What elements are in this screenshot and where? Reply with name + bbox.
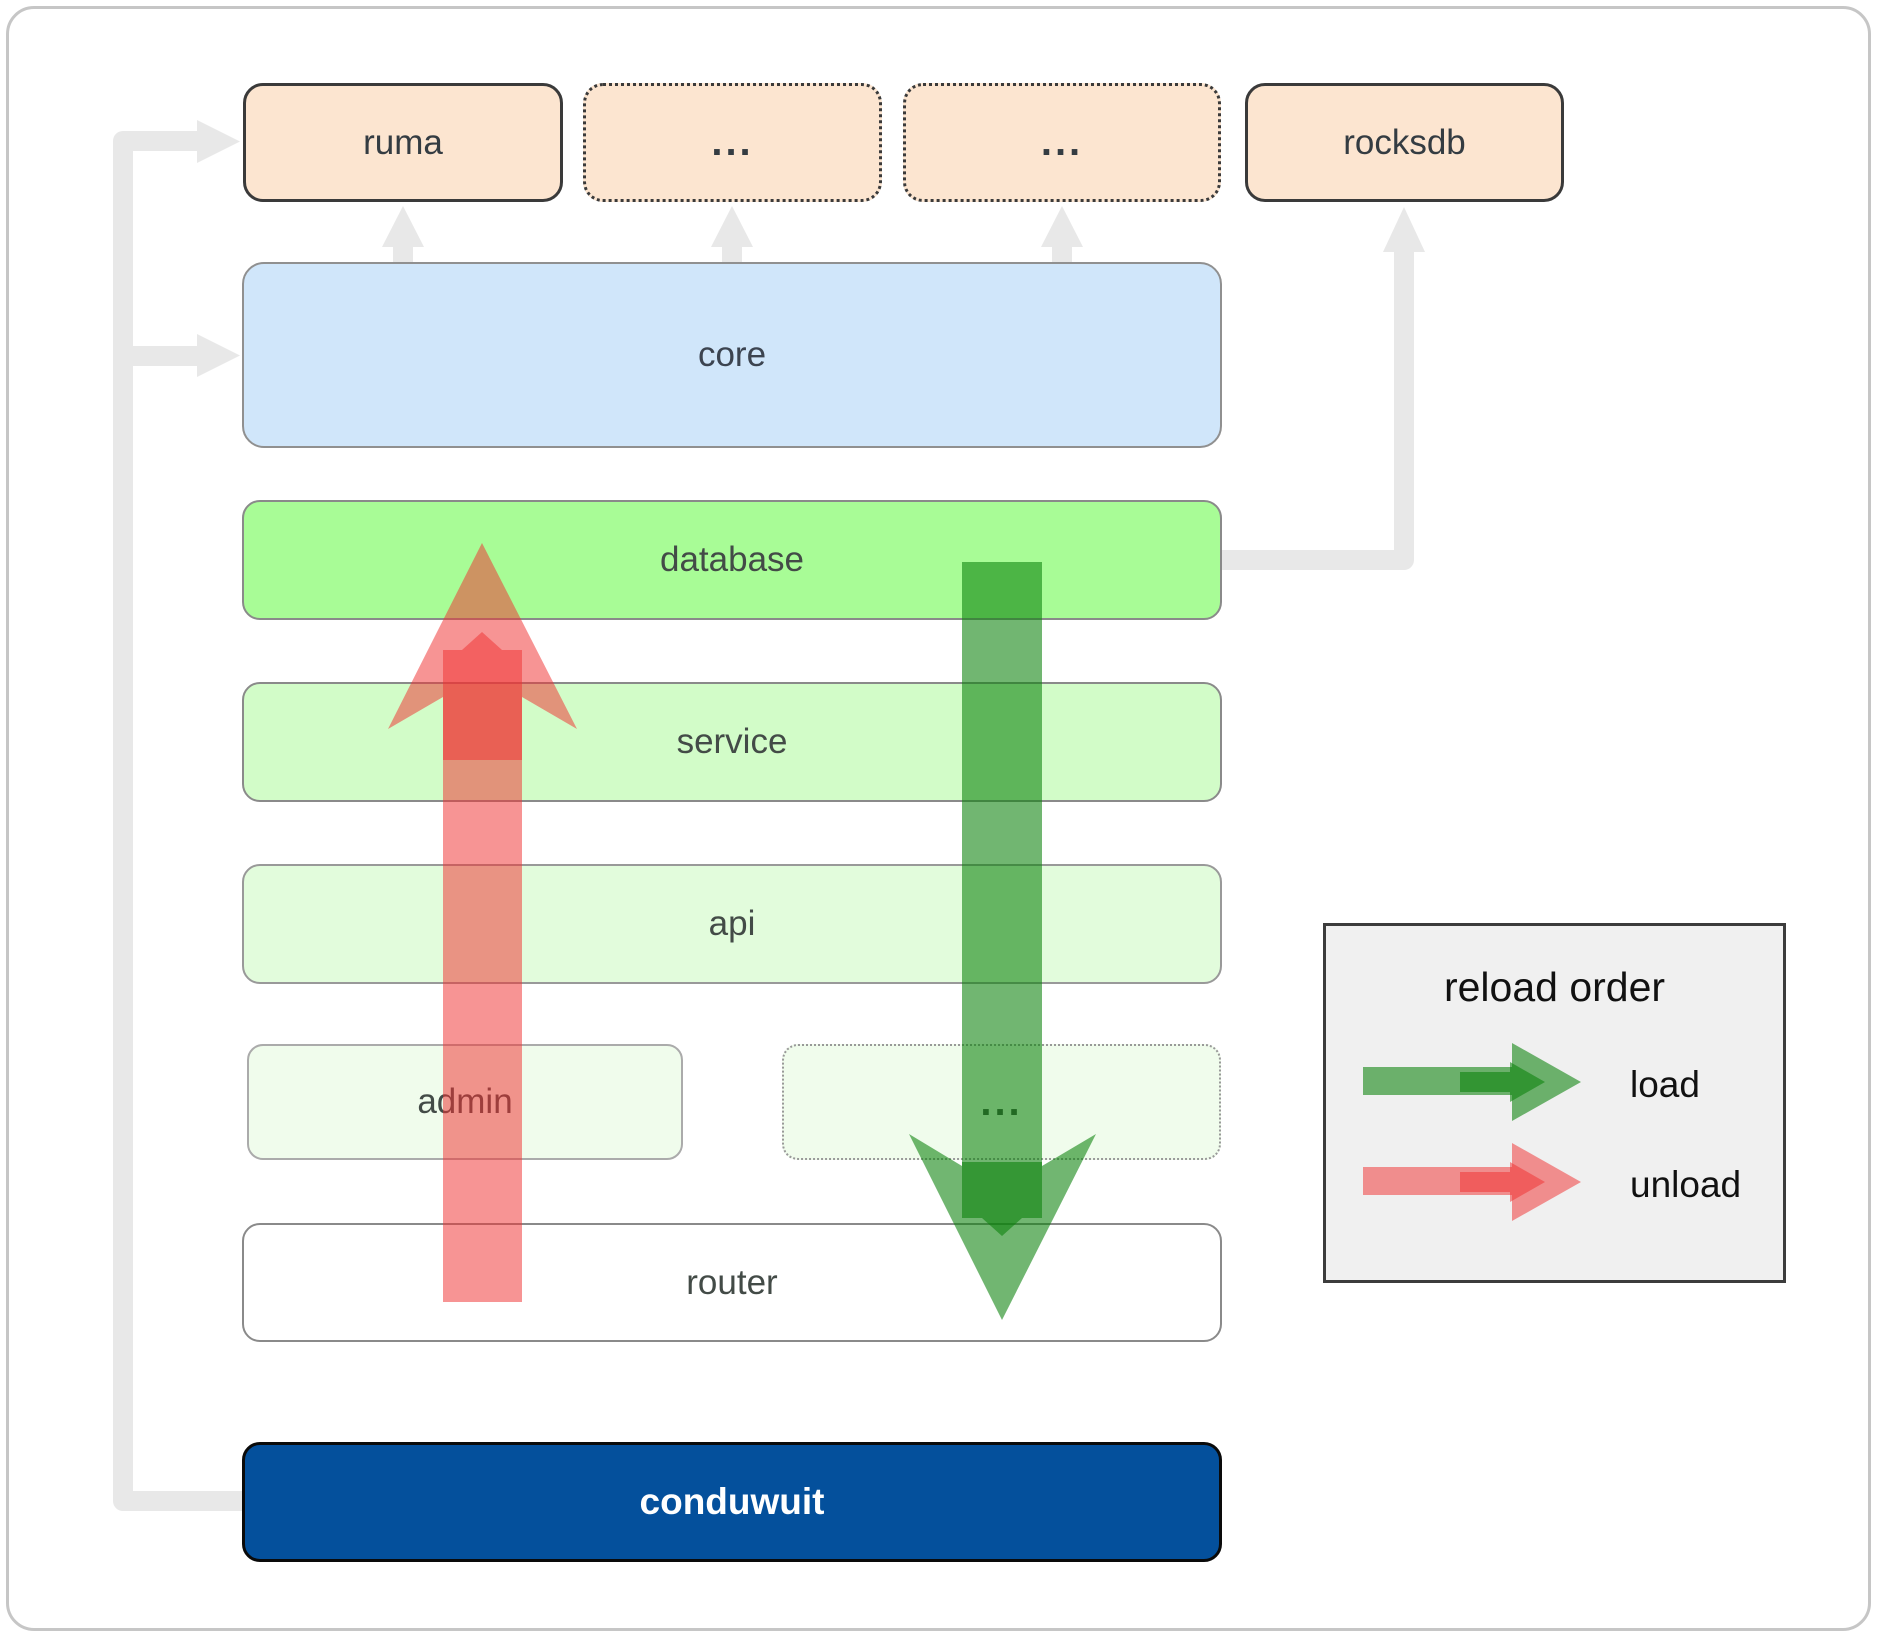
node-service-label: service [676, 722, 788, 761]
node-ruma-label: ruma [363, 122, 443, 162]
node-router: router [242, 1223, 1222, 1342]
load-arrow-short [962, 1162, 1042, 1236]
arrowhead-core-to-ellipsis1 [711, 206, 753, 247]
connector-conduwuit-to-ruma [113, 131, 243, 1511]
legend-title: reload order [1443, 964, 1666, 1010]
node-core-label: core [697, 335, 767, 374]
node-rocksdb-label: rocksdb [1343, 122, 1466, 162]
node-database-label: database [659, 540, 805, 579]
node-ellipsis-1: ... [583, 83, 882, 202]
node-ellipsis-2: ... [903, 83, 1221, 202]
node-ellipsis-1-label: ... [711, 120, 754, 164]
node-conduwuit: conduwuit [242, 1442, 1222, 1562]
unload-arrow-short [443, 632, 522, 760]
node-conduwuit-label: conduwuit [639, 1481, 825, 1522]
legend-unload-label: unload [1630, 1164, 1742, 1205]
connector-database-to-rocksdb [1222, 250, 1414, 570]
node-api-label: api [708, 904, 756, 943]
arrowhead-core-to-ruma [382, 206, 424, 247]
arrowhead-into-rocksdb [1383, 207, 1425, 252]
node-database: database [242, 500, 1222, 620]
node-rocksdb: rocksdb [1245, 83, 1564, 202]
legend-load-label: load [1630, 1064, 1700, 1105]
legend-unload-arrow-inner-icon [1460, 1162, 1545, 1202]
load-arrow-long [909, 562, 1096, 1320]
legend-box: reload order load unload [1323, 923, 1786, 1283]
arrowhead-into-core [197, 334, 240, 377]
legend-load-arrow-inner-icon [1460, 1062, 1545, 1102]
node-ellipsis-2-label: ... [1040, 120, 1084, 164]
arrowhead-into-ruma [197, 120, 240, 163]
outer-border [6, 6, 1871, 1631]
node-api: api [242, 864, 1222, 984]
node-router-label: router [686, 1262, 778, 1302]
node-ruma: ruma [243, 83, 563, 202]
unload-arrow-long [388, 543, 577, 1302]
node-core: core [242, 262, 1222, 448]
arrowhead-core-to-ellipsis2 [1041, 206, 1083, 247]
